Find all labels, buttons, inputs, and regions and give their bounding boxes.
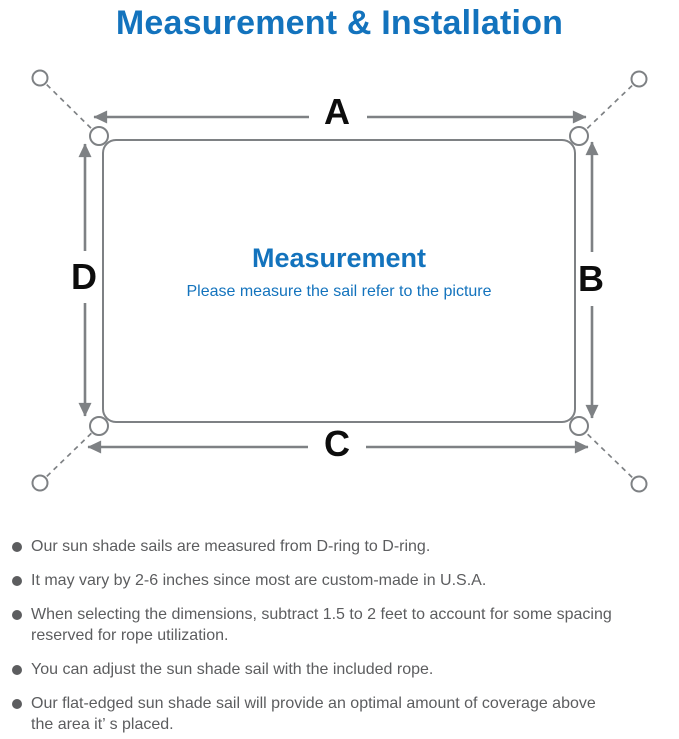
dimension-label-b: B xyxy=(578,258,604,299)
measurement-diagram xyxy=(31,69,648,493)
dimension-label-c: C xyxy=(324,423,350,464)
diagram-center-subtitle: Please measure the sail refer to the pic… xyxy=(186,283,492,301)
note-text: Our sun shade sails are measured from D-… xyxy=(31,538,431,555)
list-item: When selecting the dimensions, subtract … xyxy=(10,604,677,646)
bullet-dot-icon xyxy=(12,699,22,709)
bullet-dot-icon xyxy=(12,542,22,552)
dimension-arrows xyxy=(78,110,599,454)
note-text: When selecting the dimensions, subtract … xyxy=(31,606,612,644)
page-title: Measurement & Installation xyxy=(115,4,564,42)
dimension-label-d: D xyxy=(71,256,97,297)
sail-rectangle xyxy=(102,139,576,423)
bullet-dot-icon xyxy=(12,610,22,620)
anchor-point-rings xyxy=(31,69,648,493)
diagram-center-title: Measurement xyxy=(251,243,427,273)
list-item: You can adjust the sun shade sail with t… xyxy=(10,659,677,680)
dimension-label-a: A xyxy=(324,91,350,132)
list-item: It may vary by 2-6 inches since most are… xyxy=(10,570,677,591)
list-item: Our sun shade sails are measured from D-… xyxy=(10,536,677,557)
bullet-dot-icon xyxy=(12,576,22,586)
diagram-center-text: Measurement Please measure the sail refe… xyxy=(103,243,575,301)
note-text: Our flat-edged sun shade sail will provi… xyxy=(31,695,596,733)
list-item: Our flat-edged sun shade sail will provi… xyxy=(10,693,677,735)
note-text: You can adjust the sun shade sail with t… xyxy=(31,661,434,678)
bullet-dot-icon xyxy=(12,665,22,675)
corner-d-rings xyxy=(89,126,589,436)
note-text: It may vary by 2-6 inches since most are… xyxy=(31,572,487,589)
notes-list: Our sun shade sails are measured from D-… xyxy=(10,536,677,735)
